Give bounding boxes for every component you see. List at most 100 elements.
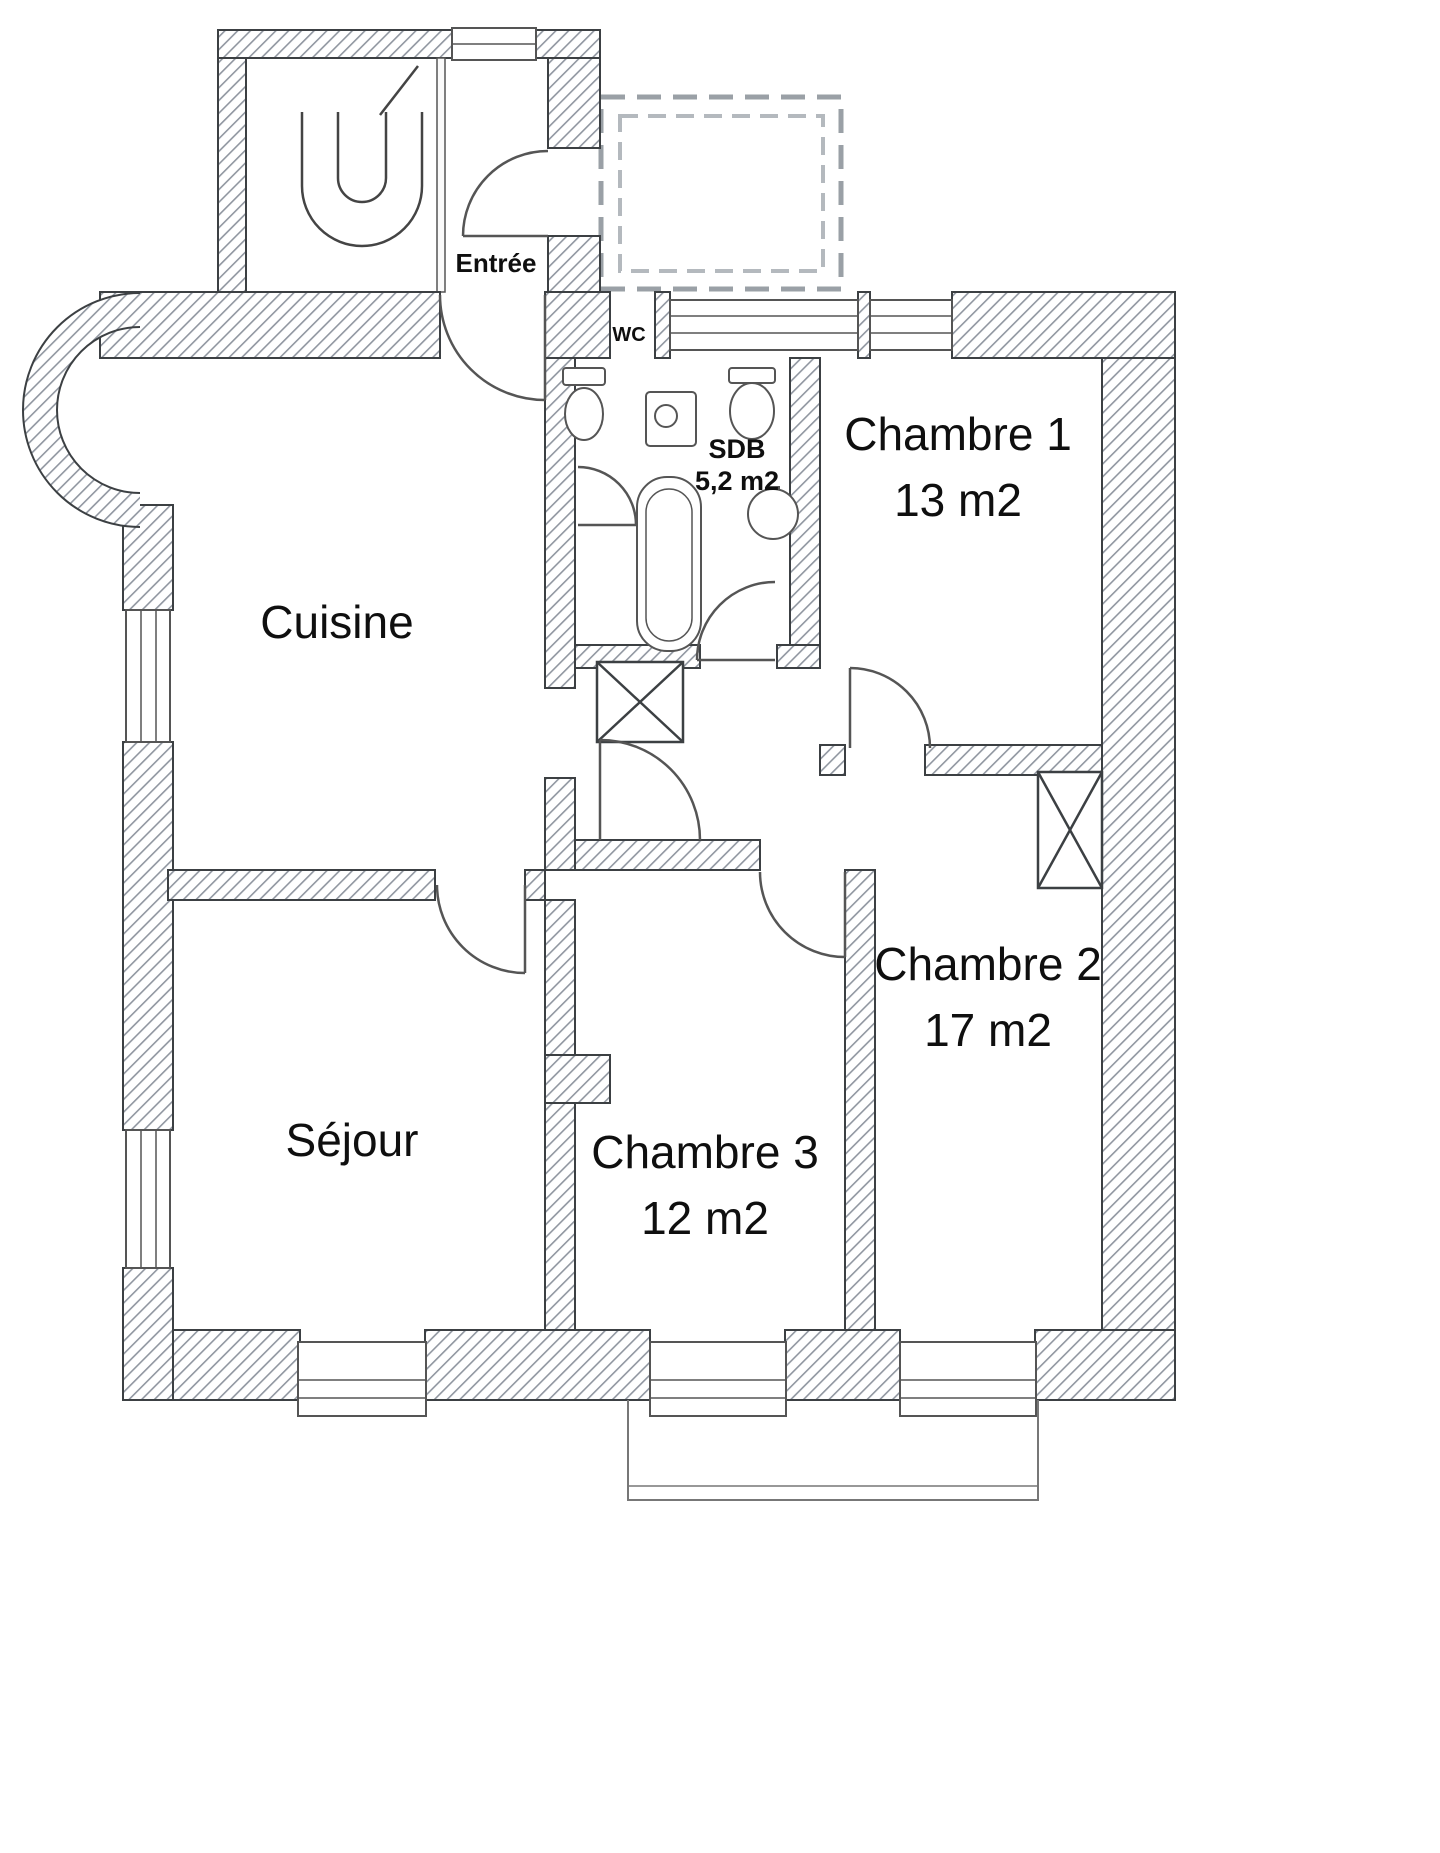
- bay-wall: [21, 292, 141, 528]
- staircase: [300, 65, 424, 248]
- bay-outline-inner: [55, 326, 141, 494]
- balcony-top-inner: [618, 114, 825, 273]
- sink-bowl: [747, 488, 799, 540]
- wall-segment: [547, 235, 601, 293]
- label-chambre2-area: 17 m2: [924, 1004, 1052, 1056]
- stair-outer: [300, 112, 424, 248]
- entrance-window: [451, 27, 537, 61]
- door-chambre1: [848, 666, 932, 749]
- bay-outline-outer: [21, 292, 141, 528]
- labels: Entrée WC SDB 5,2 m2 Chambre 1 13 m2 Cui…: [260, 248, 1101, 1244]
- wall-bottom: [424, 1329, 651, 1401]
- duct-x-line: [596, 661, 684, 743]
- wall-left: [122, 1267, 174, 1401]
- window-left-cuisine: [125, 609, 171, 743]
- door-sdb: [695, 580, 776, 662]
- duct-hall: [595, 660, 685, 744]
- door-sejour: [435, 884, 527, 975]
- window-top-chambre1: [869, 299, 953, 351]
- door-arc: [599, 738, 702, 841]
- window-frame: [125, 1129, 171, 1269]
- wall-segment: [535, 29, 601, 59]
- wall-top: [951, 291, 1176, 359]
- bidet-bowl: [729, 382, 775, 440]
- fixtures: [562, 367, 799, 652]
- washbasin-bowl: [654, 404, 678, 428]
- label-wc: WC: [612, 324, 645, 346]
- label-entree: Entrée: [456, 248, 537, 278]
- toilet-bowl: [564, 387, 604, 441]
- door-arc: [758, 871, 846, 959]
- stair-inner: [336, 112, 388, 204]
- wall-top: [99, 291, 441, 359]
- bidet-tank: [728, 367, 776, 384]
- label-chambre3: Chambre 3: [591, 1126, 819, 1178]
- wall-right: [1101, 357, 1176, 1401]
- balcony-bottom: [627, 1400, 1039, 1501]
- balcony-top: [598, 94, 844, 292]
- round-sink-icon: [747, 486, 799, 540]
- wall-top-pier: [857, 291, 871, 359]
- interior-walls: [167, 357, 1103, 1331]
- washbasin-icon: [645, 391, 697, 447]
- balcony-bottom-outline: [627, 1400, 1039, 1501]
- wall-bottom: [784, 1329, 901, 1401]
- ducts: [595, 660, 1104, 890]
- window-left-sejour: [125, 1129, 171, 1269]
- wall-chambre1-bottom: [924, 744, 1103, 776]
- door-arc: [461, 149, 549, 237]
- window-top-balcony-door: [669, 299, 859, 351]
- window-frame: [125, 609, 171, 743]
- wall-top-pier: [654, 291, 671, 359]
- toilet-tank: [562, 367, 606, 386]
- doors: [435, 294, 932, 975]
- toilet-icon: [562, 367, 606, 441]
- outer-walls: [99, 291, 1176, 1401]
- duct-chambre2: [1036, 770, 1104, 890]
- thin-partition: [436, 57, 446, 293]
- door-wc: [577, 465, 638, 527]
- label-sdb: SDB: [708, 434, 765, 464]
- wall-chambre2-chambre3: [844, 869, 876, 1331]
- label-chambre1-area: 13 m2: [894, 474, 1022, 526]
- label-sdb-area: 5,2 m2: [695, 466, 779, 496]
- door-arc: [849, 666, 932, 749]
- wall-segment: [217, 29, 453, 59]
- door-arc: [438, 294, 546, 402]
- window-frame: [297, 1341, 427, 1417]
- label-chambre2: Chambre 2: [874, 938, 1102, 990]
- duct-x-line: [1036, 771, 1104, 889]
- wall-cuisine-sejour: [167, 869, 436, 901]
- balcony-top-outer: [598, 94, 844, 292]
- door-entrance-block: [461, 149, 549, 238]
- door-hall: [598, 738, 702, 841]
- wall-sejour-chambre3: [544, 899, 576, 1331]
- door-arc: [577, 465, 638, 526]
- bay-band: [22, 293, 141, 527]
- label-chambre1: Chambre 1: [844, 408, 1072, 460]
- wall-top: [544, 291, 611, 359]
- wall-cuisine-lower: [544, 777, 576, 871]
- label-sejour: Séjour: [286, 1114, 419, 1166]
- window-frame: [869, 299, 953, 351]
- door-arc: [695, 580, 776, 661]
- wall-bottom: [1034, 1329, 1176, 1401]
- door-chambre3: [758, 871, 847, 959]
- window-frame: [649, 1341, 787, 1417]
- wall-hall-chambre3: [574, 839, 761, 871]
- entrance-block: [217, 27, 601, 293]
- window-frame: [669, 299, 859, 351]
- label-cuisine: Cuisine: [260, 596, 413, 648]
- wall-sdb-bottom-pier: [776, 644, 821, 669]
- bathtub-inner: [645, 488, 693, 642]
- bathtub-icon: [636, 476, 702, 652]
- window-frame: [899, 1341, 1037, 1417]
- wall-segment: [217, 57, 247, 293]
- window-bottom-sejour: [297, 1341, 427, 1417]
- windows: [125, 299, 1037, 1417]
- bidet-icon: [728, 367, 776, 440]
- window-bottom-chambre2: [899, 1341, 1037, 1417]
- wall-cuisine-sejour-pier: [524, 869, 546, 901]
